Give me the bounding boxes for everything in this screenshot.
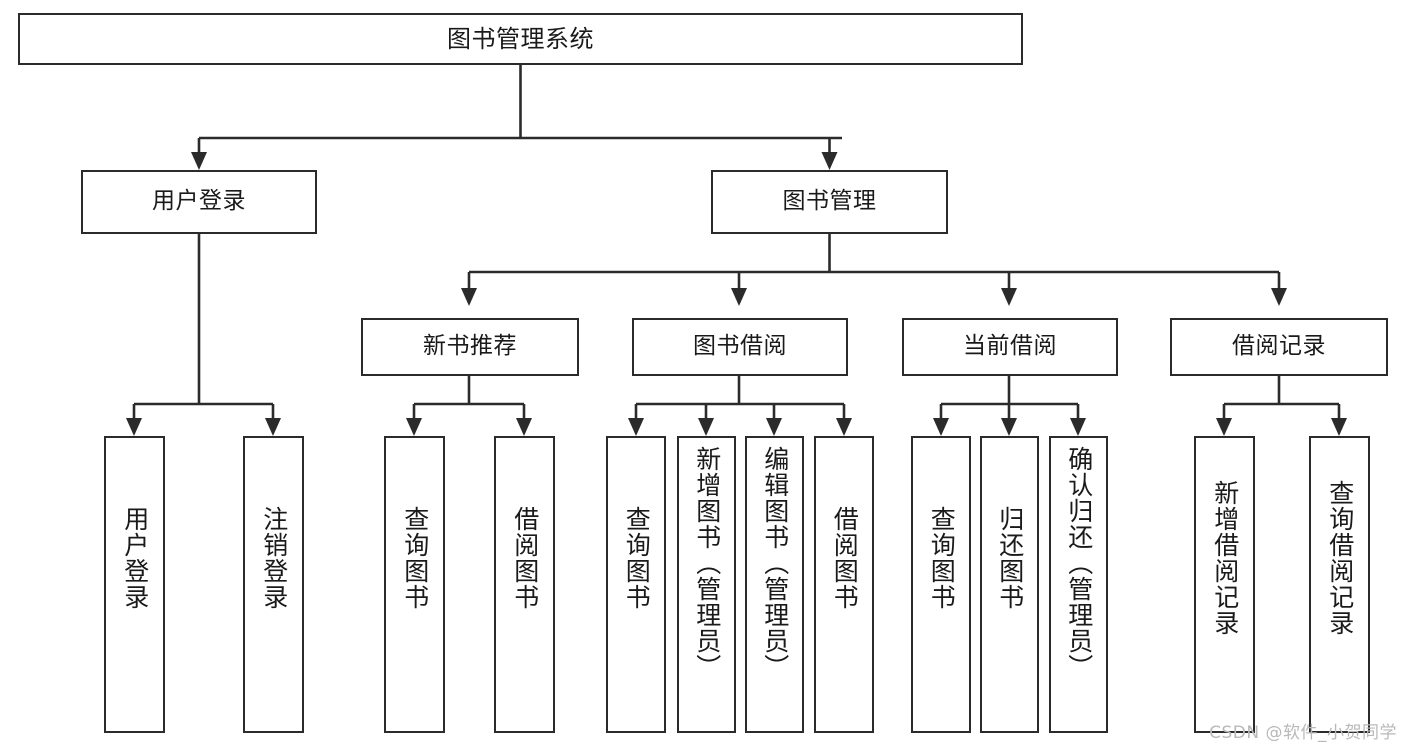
node-label: 注销登录 [259, 506, 289, 610]
node-label: 新增图书（管理员） [692, 446, 722, 680]
node-label: 编辑图书（管理员） [760, 446, 790, 680]
node-label: 用户登录 [120, 506, 150, 610]
node-label: 图书借阅 [693, 333, 787, 360]
node-user-login[interactable]: 用户登录 [81, 170, 317, 234]
node-label: 查询图书 [622, 506, 652, 610]
node-leaf-query-borrow-record[interactable]: 查询借阅记录 [1309, 436, 1370, 733]
node-label: 确认归还（管理员） [1064, 446, 1094, 680]
node-new-book-recommend[interactable]: 新书推荐 [361, 318, 579, 376]
node-leaf-return-book[interactable]: 归还图书 [980, 436, 1039, 733]
node-label: 当前借阅 [963, 333, 1057, 360]
node-label: 借阅图书 [830, 506, 860, 610]
node-label: 借阅记录 [1232, 333, 1326, 360]
node-leaf-edit-book[interactable]: 编辑图书（管理员） [745, 436, 804, 733]
node-leaf-query-book-current[interactable]: 查询图书 [911, 436, 971, 733]
node-leaf-query-book-recommend[interactable]: 查询图书 [384, 436, 445, 733]
node-current-borrow[interactable]: 当前借阅 [902, 318, 1118, 376]
node-label: 查询借阅记录 [1325, 480, 1355, 636]
node-leaf-add-book[interactable]: 新增图书（管理员） [677, 436, 736, 733]
node-label: 归还图书 [995, 506, 1025, 610]
node-label: 图书管理 [782, 188, 877, 215]
node-book-borrow[interactable]: 图书借阅 [632, 318, 848, 376]
node-leaf-user-logout[interactable]: 注销登录 [243, 436, 304, 733]
node-label: 查询图书 [927, 506, 957, 610]
node-label: 借阅图书 [510, 506, 540, 610]
node-leaf-query-book-borrow[interactable]: 查询图书 [606, 436, 666, 733]
node-label: 图书管理系统 [447, 24, 594, 53]
node-label: 用户登录 [152, 188, 246, 215]
node-label: 新书推荐 [423, 333, 517, 360]
node-root-system[interactable]: 图书管理系统 [18, 13, 1023, 65]
node-leaf-confirm-return[interactable]: 确认归还（管理员） [1049, 436, 1108, 733]
node-label: 新增借阅记录 [1210, 480, 1240, 636]
node-borrow-record[interactable]: 借阅记录 [1170, 318, 1388, 376]
node-leaf-user-login[interactable]: 用户登录 [104, 436, 165, 733]
node-leaf-borrow-book-recommend[interactable]: 借阅图书 [494, 436, 555, 733]
node-label: 查询图书 [400, 506, 430, 610]
node-leaf-borrow-book[interactable]: 借阅图书 [814, 436, 874, 733]
node-book-manage[interactable]: 图书管理 [711, 170, 948, 234]
node-leaf-add-borrow-record[interactable]: 新增借阅记录 [1194, 436, 1255, 733]
watermark-text: CSDN @软件_小贺同学 [1209, 723, 1397, 743]
